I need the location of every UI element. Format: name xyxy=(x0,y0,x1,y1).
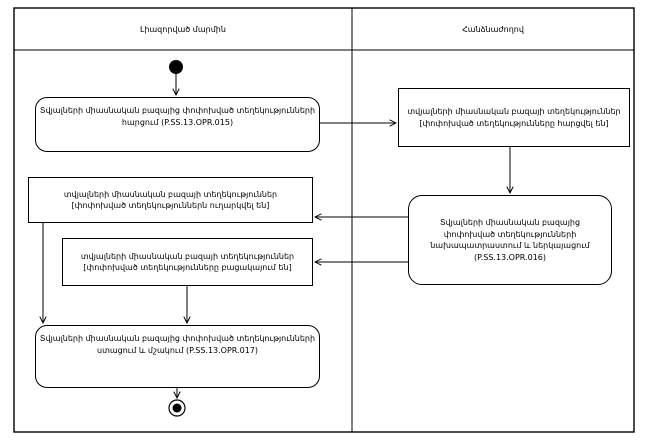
object-state-label: [փոփոխված տեղեկությունները բացակայում են… xyxy=(83,263,292,272)
activity-label: (P.SS.13.OPR.016) xyxy=(474,252,546,262)
activity-label: Տվյալների միասնական բազայից xyxy=(439,218,581,227)
activity-receive-process-info: Տվյալների միասնական բազայից փոփոխված տեղ… xyxy=(35,325,320,388)
activity-request-changed-info: Տվյալների միասնական բազայից փոփոխված տեղ… xyxy=(35,97,320,152)
initial-node-icon xyxy=(169,60,183,74)
lane-title-label: Լիազորված մարմին xyxy=(140,24,226,34)
activity-label: Տվյալների միասնական բազայից փոփոխված տեղ… xyxy=(39,334,316,343)
diagram-frame xyxy=(13,7,635,433)
object-label: տվյալների միասնական բազայի տեղեկությունն… xyxy=(63,189,278,199)
activity-label: նախապատրաստում և ներկայացում xyxy=(430,241,590,250)
object-label: տվյալների միասնական բազայի տեղեկությունն… xyxy=(80,251,295,261)
activity-prepare-submit-info: Տվյալների միասնական բազայից փոփոխված տեղ… xyxy=(408,195,612,285)
object-info-sent: տվյալների միասնական բազայի տեղեկությունն… xyxy=(28,177,313,223)
object-state-label: [փոփոխված տեղեկություններն ուղարկվել են] xyxy=(71,201,270,210)
activity-label: Տվյալների միասնական բազայից փոփոխված տեղ… xyxy=(39,106,316,115)
object-label: տվյալների միասնական բազայի տեղեկությունն… xyxy=(407,107,621,116)
lane-title-commission: Հանձնաժողով xyxy=(352,8,634,50)
activity-label: փոփոխված տեղեկությունների xyxy=(443,229,577,239)
activity-label: ստացում և մշակում (P.SS.13.OPR.017) xyxy=(97,345,258,355)
object-info-requested: տվյալների միասնական բազայի տեղեկությունն… xyxy=(398,88,630,147)
lane-title-authorized-body: Լիազորված մարմին xyxy=(14,8,352,50)
activity-label: հարցում (P.SS.13.OPR.015) xyxy=(121,117,234,127)
lane-title-label: Հանձնաժողով xyxy=(462,24,524,34)
object-info-absent: տվյալների միասնական բազայի տեղեկությունն… xyxy=(62,238,313,286)
object-state-label: [փոփոխված տեղեկությունները հարցվել են] xyxy=(419,118,609,128)
final-node-inner-dot xyxy=(172,403,182,413)
